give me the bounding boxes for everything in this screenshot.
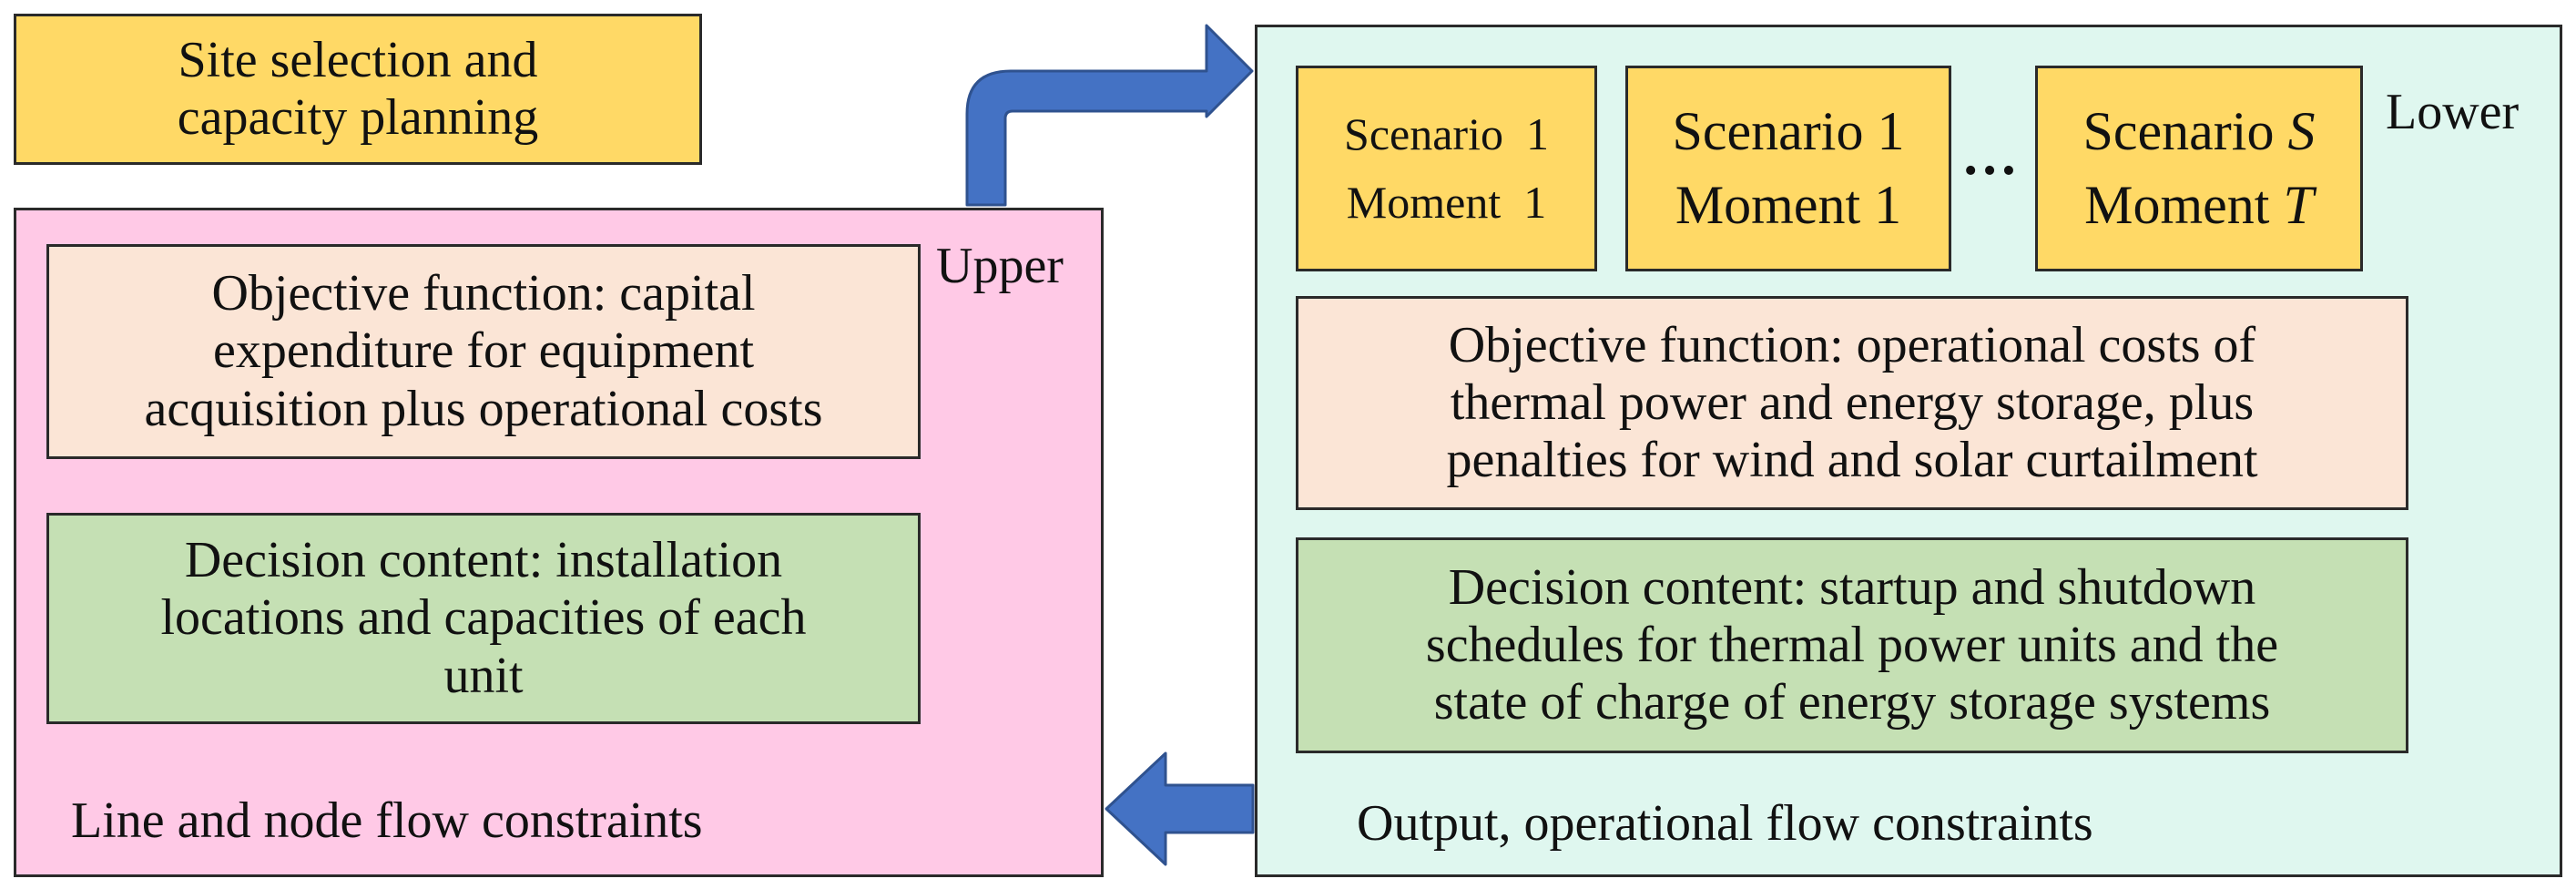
scenario-box-1: Scenario 1 Moment 1: [1296, 66, 1597, 271]
lower-objective-line-3: penalties for wind and solar curtailment: [1446, 432, 2258, 489]
scenario-ellipsis: …: [1961, 125, 2018, 187]
upper-decision-line-2: locations and capacities of each: [160, 589, 807, 647]
scenario-s-title: Scenario S: [2082, 101, 2316, 161]
line-node-constraints-label: Line and node flow constraints: [71, 792, 703, 849]
site-selection-line-1: Site selection and: [178, 31, 538, 88]
lower-objective-box: Objective function: operational costs of…: [1296, 296, 2408, 510]
lower-decision-box: Decision content: startup and shutdown s…: [1296, 537, 2408, 753]
lower-to-upper-arrow: [1105, 751, 1255, 866]
upper-objective-line-1: Objective function: capital: [211, 265, 756, 322]
upper-decision-line-3: unit: [443, 647, 524, 704]
upper-objective-box: Objective function: capital expenditure …: [46, 244, 921, 459]
scenario-2-moment: Moment 1: [1675, 175, 1902, 235]
lower-decision-line-2: schedules for thermal power units and th…: [1425, 616, 2279, 673]
upper-decision-box: Decision content: installation locations…: [46, 513, 921, 724]
scenario-1-moment: Moment 1: [1346, 177, 1547, 228]
lower-label: Lower: [2386, 84, 2520, 140]
scenario-1-title: Scenario 1: [1344, 108, 1549, 159]
site-selection-line-2: capacity planning: [177, 89, 539, 146]
upper-decision-line-1: Decision content: installation: [184, 532, 783, 589]
upper-to-lower-arrow: [965, 24, 1254, 207]
scenario-2-title: Scenario 1: [1672, 101, 1905, 161]
scenario-box-s: Scenario S Moment T: [2035, 66, 2363, 271]
lower-decision-line-1: Decision content: startup and shutdown: [1448, 558, 2256, 616]
scenario-s-moment: Moment T: [2084, 175, 2314, 235]
upper-objective-line-2: expenditure for equipment: [212, 322, 754, 380]
site-selection-box: Site selection and capacity planning: [14, 14, 702, 165]
upper-label: Upper: [936, 238, 1064, 294]
output-constraints-label: Output, operational flow constraints: [1357, 795, 2093, 852]
upper-objective-line-3: acquisition plus operational costs: [144, 380, 823, 437]
lower-objective-line-2: thermal power and energy storage, plus: [1450, 373, 2255, 431]
scenario-box-2: Scenario 1 Moment 1: [1625, 66, 1951, 271]
lower-objective-line-1: Objective function: operational costs of: [1448, 316, 2256, 373]
lower-decision-line-3: state of charge of energy storage system…: [1433, 674, 2271, 731]
